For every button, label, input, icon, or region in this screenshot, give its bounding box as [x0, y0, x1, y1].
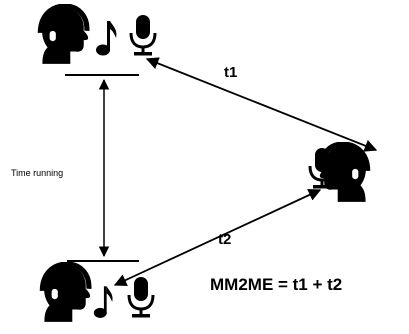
t2-label: t2: [218, 231, 232, 248]
t2-arrow: [113, 189, 322, 286]
t1-label: t1: [224, 64, 238, 81]
microphone-icon: [127, 275, 155, 320]
mm2me-formula: MM2ME = t1 + t2: [210, 275, 343, 294]
person-headphones-icon: [320, 144, 368, 202]
sender-top: [40, 6, 157, 64]
time-running-label: Time running: [11, 168, 64, 178]
sender-bottom: [42, 264, 155, 322]
person-headphones-icon: [42, 264, 90, 322]
music-note-icon: [96, 21, 117, 56]
t1-arrow: [145, 57, 378, 152]
person-headphones-icon: [40, 6, 88, 64]
receiver-right: [308, 144, 368, 202]
music-note-icon: [93, 286, 113, 318]
microphone-icon: [129, 13, 157, 57]
